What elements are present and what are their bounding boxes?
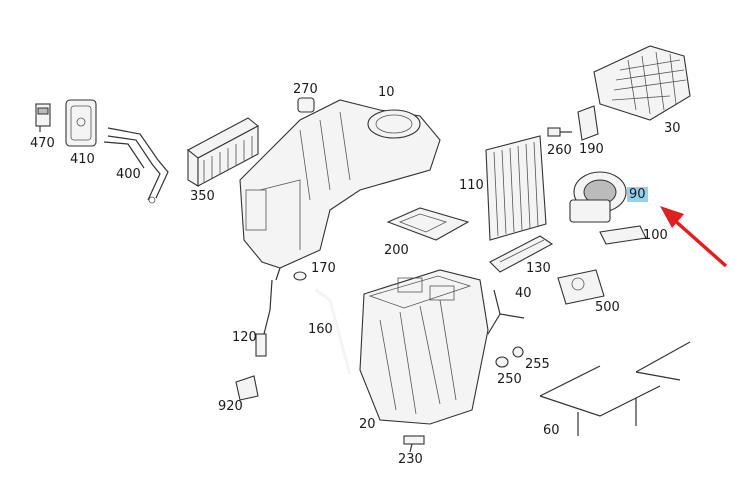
part-60-pad <box>539 341 691 436</box>
label-130: 130 <box>526 261 551 276</box>
label-250: 250 <box>497 372 522 387</box>
part-110-filter <box>485 135 547 241</box>
highlight-arrow <box>660 206 728 268</box>
part-200-gasket <box>386 207 470 241</box>
part-190-bracket <box>577 105 599 141</box>
part-100-resistor <box>599 225 647 245</box>
label-90-highlighted: 90 <box>627 187 648 202</box>
part-160-hose <box>315 288 352 375</box>
part-270-clip <box>297 97 315 113</box>
label-230: 230 <box>398 452 423 467</box>
label-40: 40 <box>515 286 532 301</box>
part-130-bracket <box>489 235 554 273</box>
part-30-unit <box>593 45 691 121</box>
part-40-lever <box>487 289 525 335</box>
label-270: 270 <box>293 82 318 97</box>
label-160: 160 <box>308 322 333 337</box>
label-470: 470 <box>30 136 55 151</box>
label-200: 200 <box>384 243 409 258</box>
part-250-grommet <box>495 356 509 368</box>
part-500-actuator <box>557 269 605 305</box>
part-90-blower-motor <box>569 171 627 223</box>
label-110: 110 <box>459 178 484 193</box>
label-920: 920 <box>218 399 243 414</box>
label-30: 30 <box>664 121 681 136</box>
part-120-sensor-wire <box>255 279 273 357</box>
label-100: 100 <box>643 228 668 243</box>
label-190: 190 <box>579 142 604 157</box>
part-255-screw <box>512 346 524 358</box>
label-410: 410 <box>70 152 95 167</box>
part-410-plate <box>65 99 97 147</box>
label-20: 20 <box>359 417 376 432</box>
label-170: 170 <box>311 261 336 276</box>
part-230-screw <box>403 435 425 453</box>
part-260-screw <box>547 127 572 137</box>
part-470-connector <box>35 103 51 132</box>
label-260: 260 <box>547 143 572 158</box>
label-120: 120 <box>232 330 257 345</box>
part-10-housing <box>239 99 441 281</box>
part-20-lower-housing <box>359 269 489 425</box>
label-255: 255 <box>525 357 550 372</box>
part-170-ring <box>293 271 307 281</box>
label-350: 350 <box>190 189 215 204</box>
label-60: 60 <box>543 423 560 438</box>
label-10: 10 <box>378 85 395 100</box>
label-500: 500 <box>595 300 620 315</box>
part-400-pipes <box>103 127 169 204</box>
label-400: 400 <box>116 167 141 182</box>
part-350-evaporator <box>187 117 259 187</box>
part-920-clip <box>235 375 259 401</box>
